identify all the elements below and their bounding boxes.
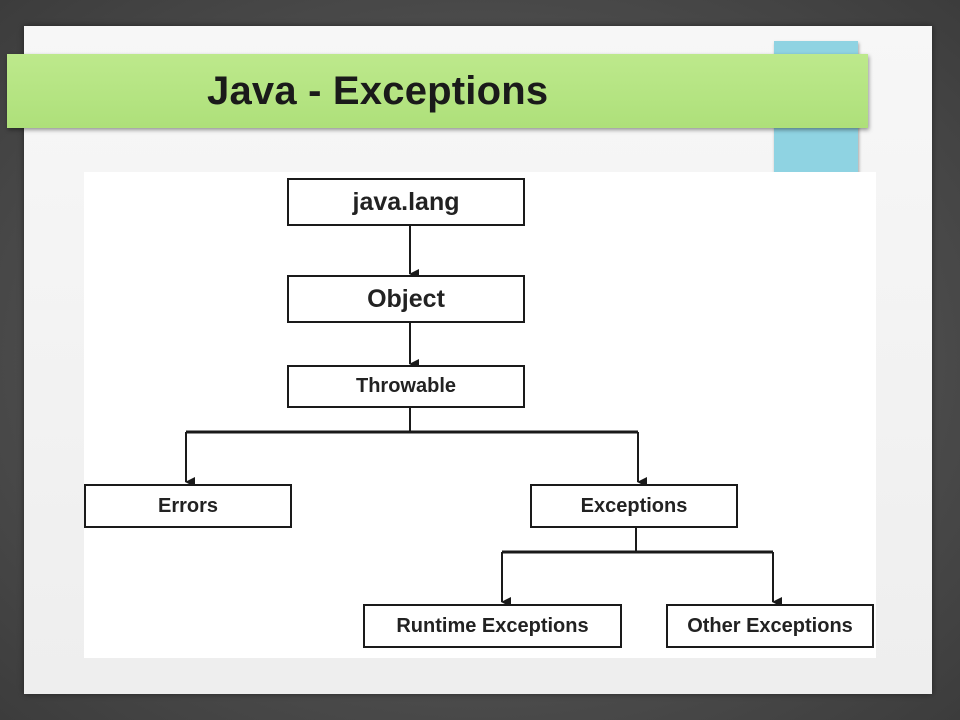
node-java-lang-label: java.lang — [352, 187, 460, 216]
node-other-exceptions-label: Other Exceptions — [687, 614, 853, 637]
diagram-panel — [84, 172, 876, 658]
node-runtime-exceptions: Runtime Exceptions — [363, 604, 622, 648]
node-throwable-label: Throwable — [355, 375, 456, 397]
node-throwable: Throwable — [287, 365, 525, 408]
node-object: Object — [287, 275, 525, 323]
node-other-exceptions: Other Exceptions — [666, 604, 874, 648]
node-exceptions: Exceptions — [530, 484, 738, 528]
node-errors-label: Errors — [157, 494, 219, 517]
slide-title: Java - Exceptions — [207, 69, 549, 113]
node-runtime-exceptions-label: Runtime Exceptions — [396, 614, 589, 637]
node-exceptions-label: Exceptions — [580, 494, 688, 517]
node-errors: Errors — [84, 484, 292, 528]
node-java-lang: java.lang — [287, 178, 525, 226]
title-band — [7, 54, 868, 128]
node-object-label: Object — [367, 284, 445, 313]
